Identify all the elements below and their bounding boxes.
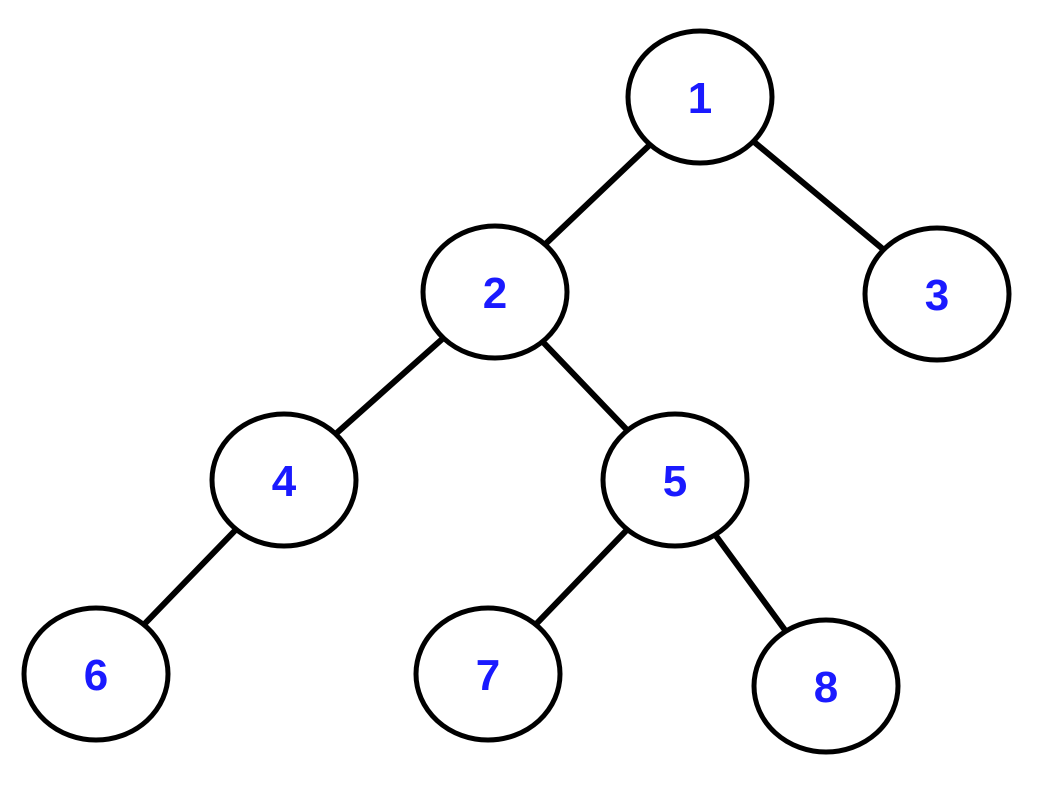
tree-node-5: 5 xyxy=(600,411,750,549)
node-circle xyxy=(209,411,359,549)
edge-1-2 xyxy=(541,141,654,248)
node-label: 4 xyxy=(272,457,297,506)
tree-node-4: 4 xyxy=(209,411,359,549)
edge-2-5 xyxy=(539,338,631,434)
tree-node-1: 1 xyxy=(625,28,775,166)
edges-layer xyxy=(140,138,887,635)
tree-node-8: 8 xyxy=(751,617,901,755)
nodes-layer: 1 2 3 4 5 6 7 8 xyxy=(21,28,1012,755)
edge-5-8 xyxy=(712,531,789,635)
node-label: 8 xyxy=(814,663,838,712)
edge-2-4 xyxy=(332,335,447,437)
node-label: 2 xyxy=(483,269,507,318)
node-circle xyxy=(751,617,901,755)
node-label: 5 xyxy=(663,457,687,506)
tree-node-3: 3 xyxy=(862,225,1012,363)
node-circle xyxy=(862,225,1012,363)
edge-4-6 xyxy=(140,526,240,628)
tree-node-2: 2 xyxy=(420,223,570,361)
node-label: 1 xyxy=(688,74,712,123)
node-circle xyxy=(420,223,570,361)
edge-5-7 xyxy=(532,526,631,628)
node-circle xyxy=(413,605,563,743)
node-circle xyxy=(600,411,750,549)
node-circle xyxy=(625,28,775,166)
edge-1-3 xyxy=(750,138,887,253)
tree-node-6: 6 xyxy=(21,605,171,743)
node-label: 6 xyxy=(84,651,108,700)
node-circle xyxy=(21,605,171,743)
node-label: 7 xyxy=(476,651,500,700)
tree-node-7: 7 xyxy=(413,605,563,743)
node-label: 3 xyxy=(925,271,949,320)
